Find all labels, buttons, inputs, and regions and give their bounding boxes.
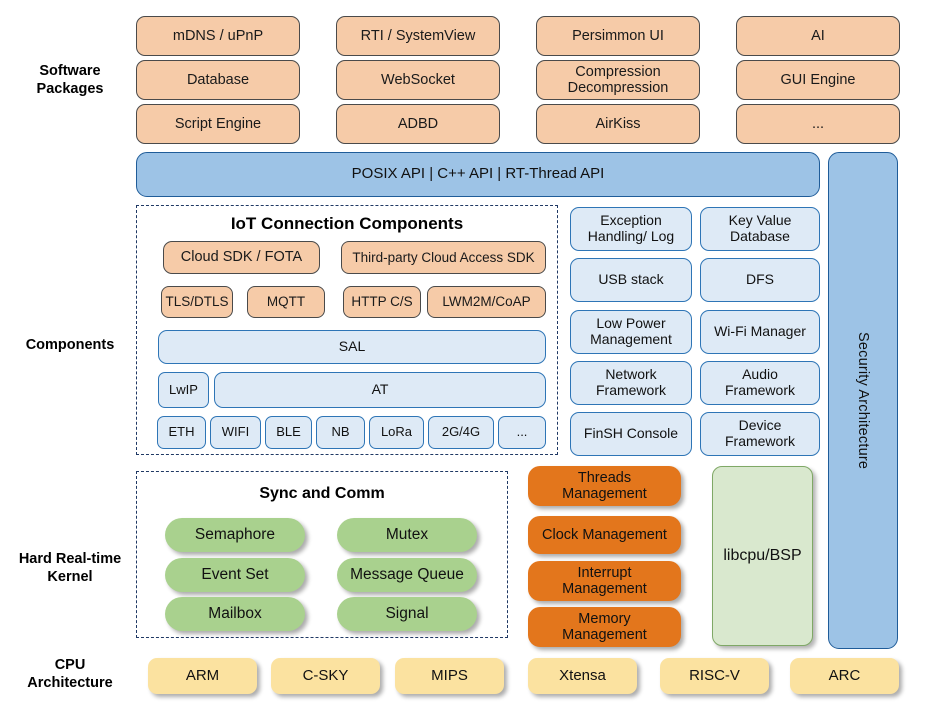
- package-box[interactable]: AI: [736, 16, 900, 56]
- package-box[interactable]: Compression Decompression: [536, 60, 700, 100]
- iot-cloud-box[interactable]: Cloud SDK / FOTA: [163, 241, 320, 274]
- management-box[interactable]: Interrupt Management: [528, 561, 681, 601]
- sync-and-comm-container: [136, 471, 508, 638]
- cpu-arch-box[interactable]: RISC-V: [660, 658, 769, 694]
- row-label-components: Components: [25, 337, 115, 353]
- package-box[interactable]: Persimmon UI: [536, 16, 700, 56]
- iot-connection-components-title: IoT Connection Components: [230, 214, 464, 233]
- package-box[interactable]: mDNS / uPnP: [136, 16, 300, 56]
- package-box[interactable]: ADBD: [336, 104, 500, 144]
- cpu-arch-box[interactable]: MIPS: [395, 658, 504, 694]
- iot-link-box[interactable]: BLE: [265, 416, 312, 449]
- iot-link-box[interactable]: 2G/4G: [428, 416, 494, 449]
- iot-link-box[interactable]: LoRa: [369, 416, 424, 449]
- component-box[interactable]: USB stack: [570, 258, 692, 302]
- iot-connection-components-container: [136, 205, 558, 455]
- management-box[interactable]: Memory Management: [528, 607, 681, 647]
- management-box[interactable]: Threads Management: [528, 466, 681, 506]
- iot-protocol-box[interactable]: TLS/DTLS: [161, 286, 233, 318]
- component-box[interactable]: FinSH Console: [570, 412, 692, 456]
- sync-box[interactable]: Signal: [337, 597, 477, 631]
- iot-at-box[interactable]: AT: [214, 372, 546, 408]
- package-box[interactable]: ...: [736, 104, 900, 144]
- security-architecture-bar[interactable]: Security Architecture: [828, 152, 898, 649]
- component-box[interactable]: DFS: [700, 258, 820, 302]
- iot-lwip-box[interactable]: LwIP: [158, 372, 209, 408]
- iot-protocol-box[interactable]: HTTP C/S: [343, 286, 421, 318]
- iot-link-box[interactable]: NB: [316, 416, 365, 449]
- iot-link-box[interactable]: ETH: [157, 416, 206, 449]
- row-label-cpu-architecture: CPU Architecture: [27, 657, 113, 691]
- component-box[interactable]: Low Power Management: [570, 310, 692, 354]
- security-architecture-label: Security Architecture: [855, 331, 872, 470]
- sync-box[interactable]: Message Queue: [337, 558, 477, 592]
- api-bar[interactable]: POSIX API | C++ API | RT-Thread API: [136, 152, 820, 197]
- cpu-arch-box[interactable]: ARM: [148, 658, 257, 694]
- cpu-arch-box[interactable]: ARC: [790, 658, 899, 694]
- management-box[interactable]: Clock Management: [528, 516, 681, 554]
- iot-protocol-box[interactable]: LWM2M/CoAP: [427, 286, 546, 318]
- component-box[interactable]: Key Value Database: [700, 207, 820, 251]
- component-box[interactable]: Exception Handling/ Log: [570, 207, 692, 251]
- iot-link-box[interactable]: WIFI: [210, 416, 261, 449]
- sync-box[interactable]: Event Set: [165, 558, 305, 592]
- component-box[interactable]: Wi-Fi Manager: [700, 310, 820, 354]
- component-box[interactable]: Device Framework: [700, 412, 820, 456]
- package-box[interactable]: RTI / SystemView: [336, 16, 500, 56]
- libcpu-bsp-box[interactable]: libcpu/BSP: [712, 466, 813, 646]
- row-label-kernel: Hard Real-time Kernel: [18, 551, 122, 585]
- cpu-arch-box[interactable]: C-SKY: [271, 658, 380, 694]
- iot-link-box[interactable]: ...: [498, 416, 546, 449]
- iot-sal-box[interactable]: SAL: [158, 330, 546, 364]
- iot-cloud-box[interactable]: Third-party Cloud Access SDK: [341, 241, 546, 274]
- package-box[interactable]: Database: [136, 60, 300, 100]
- component-box[interactable]: Audio Framework: [700, 361, 820, 405]
- package-box[interactable]: GUI Engine: [736, 60, 900, 100]
- sync-and-comm-title: Sync and Comm: [259, 485, 385, 502]
- row-label-software-packages: Software Packages: [36, 63, 104, 97]
- sync-box[interactable]: Semaphore: [165, 518, 305, 552]
- package-box[interactable]: WebSocket: [336, 60, 500, 100]
- package-box[interactable]: Script Engine: [136, 104, 300, 144]
- cpu-arch-box[interactable]: Xtensa: [528, 658, 637, 694]
- component-box[interactable]: Network Framework: [570, 361, 692, 405]
- sync-box[interactable]: Mailbox: [165, 597, 305, 631]
- package-box[interactable]: AirKiss: [536, 104, 700, 144]
- iot-protocol-box[interactable]: MQTT: [247, 286, 325, 318]
- sync-box[interactable]: Mutex: [337, 518, 477, 552]
